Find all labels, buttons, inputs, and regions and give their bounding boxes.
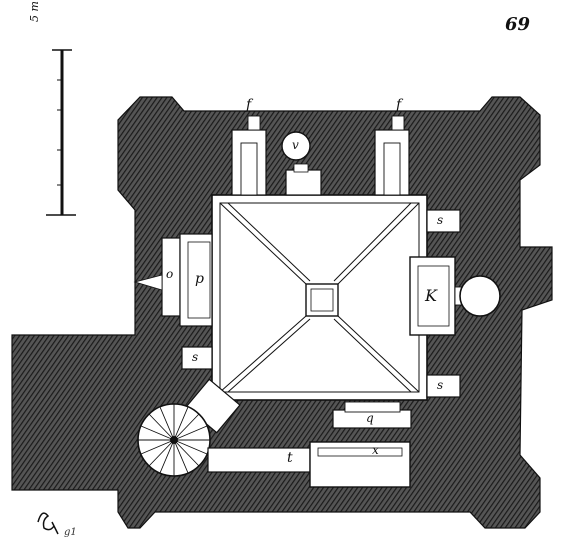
label-s-top-right: s xyxy=(437,213,444,227)
label-v: v xyxy=(292,138,299,152)
passage-t xyxy=(207,447,311,473)
label-p: p xyxy=(195,271,204,287)
closet-s-left xyxy=(181,346,213,370)
page-number: 69 xyxy=(504,14,530,35)
label-f-right: f xyxy=(396,97,402,113)
chamber-f-right xyxy=(374,115,410,196)
label-s-left: s xyxy=(192,350,199,364)
chamber-v xyxy=(281,131,322,196)
passage-x xyxy=(309,441,411,488)
label-f-left: f xyxy=(246,97,252,113)
corner-mark-glyph xyxy=(37,512,59,535)
label-k: K xyxy=(425,286,437,305)
scale-bar xyxy=(46,49,76,216)
label-x: x xyxy=(372,443,379,457)
label-q: q xyxy=(366,411,374,425)
niche-p xyxy=(179,233,213,327)
central-hall xyxy=(211,194,428,401)
chamber-k xyxy=(409,256,501,336)
spiral-staircase xyxy=(137,378,241,477)
label-s-bottom-right: s xyxy=(437,378,444,392)
corner-mark-label: g1 xyxy=(64,527,77,538)
chamber-q xyxy=(332,401,412,429)
chamber-f-left xyxy=(231,115,267,196)
niche-o xyxy=(133,237,181,317)
label-t: t xyxy=(287,450,293,466)
closet-s-top-right xyxy=(426,209,461,233)
label-o: o xyxy=(166,267,174,281)
closet-s-bottom-right xyxy=(426,374,461,398)
scale-label: 5 m xyxy=(28,1,41,22)
